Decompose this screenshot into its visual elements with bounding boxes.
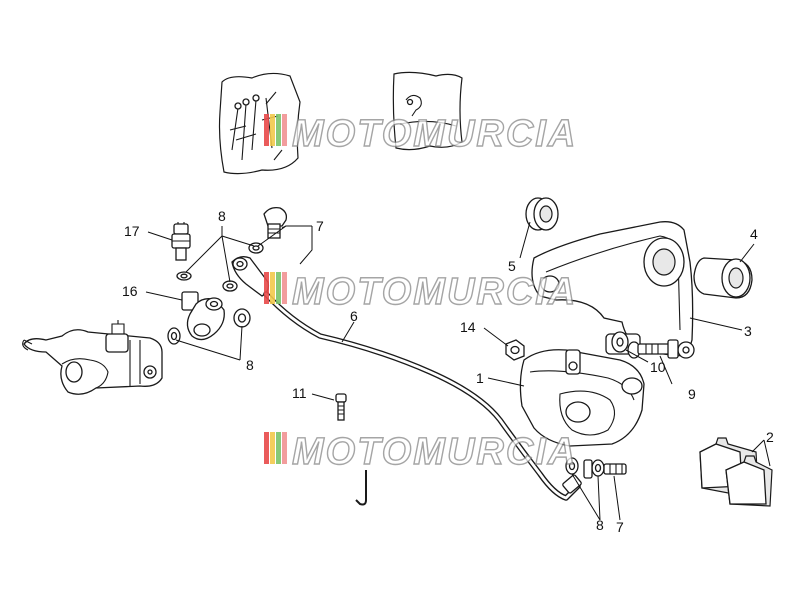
callout-10: 10	[650, 359, 666, 375]
brake-caliper-1	[519, 333, 645, 447]
watermark-middle: MOTOMURCIA	[264, 270, 577, 314]
brake-hose-6	[263, 291, 582, 501]
callout-14: 14	[460, 319, 476, 335]
screw-kit-bag	[218, 72, 301, 175]
bolt-9	[637, 339, 679, 359]
banjo-bolt-7-lower	[583, 459, 627, 479]
callout-7-lower: 7	[616, 519, 624, 535]
watermark-text-top: MOTOMURCIA	[292, 113, 577, 155]
callout-8-right: 8	[596, 517, 604, 533]
callout-2: 2	[766, 429, 774, 445]
banjo-fitting-16	[181, 291, 225, 341]
watermark-bottom: MOTOMURCIA	[264, 430, 577, 474]
washer-10	[611, 331, 641, 359]
nut-14	[505, 339, 525, 361]
watermark-text-bottom: MOTOMURCIA	[292, 431, 577, 473]
sealing-washers-8-right	[565, 457, 605, 477]
bolt-11	[335, 393, 347, 421]
leader-lines	[145, 221, 771, 521]
callout-labels: 17 8 7 16 8 6 11 1 14 5 4 3 10 9 2 8 7	[122, 208, 774, 535]
banjo-bolt-7-upper	[263, 206, 288, 239]
callout-1: 1	[476, 370, 484, 386]
callout-4: 4	[750, 226, 758, 242]
callout-8-left: 8	[246, 357, 254, 373]
spacer-4	[693, 257, 753, 299]
callout-17: 17	[124, 223, 140, 239]
callout-3: 3	[744, 323, 752, 339]
retaining-pin	[355, 470, 367, 506]
master-cylinder	[22, 320, 163, 395]
bushing-5	[525, 197, 559, 231]
watermark-text-middle: MOTOMURCIA	[292, 271, 577, 313]
brake-pads-2	[699, 437, 773, 507]
callout-16: 16	[122, 283, 138, 299]
pressure-switch-17	[171, 222, 191, 261]
caliper-bracket-3	[531, 221, 695, 359]
callout-8-top: 8	[218, 208, 226, 224]
callout-5: 5	[508, 258, 516, 274]
clip-kit-bag	[392, 71, 463, 151]
callout-11: 11	[292, 385, 307, 401]
callout-6: 6	[350, 308, 358, 324]
hose-end-fitting	[231, 256, 270, 297]
callout-7-top: 7	[316, 218, 324, 234]
watermark-top: MOTOMURCIA	[264, 112, 577, 156]
callout-9: 9	[688, 386, 696, 402]
